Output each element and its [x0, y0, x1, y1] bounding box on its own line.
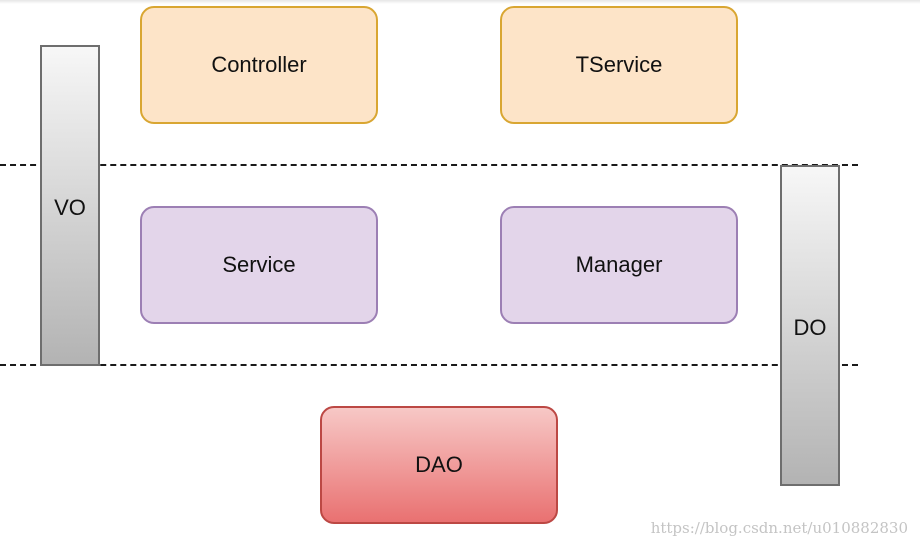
- service-node: Service: [140, 206, 378, 324]
- dao-label: DAO: [415, 452, 463, 477]
- tservice-node: TService: [500, 6, 738, 124]
- upper-layer-divider: [0, 164, 858, 166]
- manager-label: Manager: [575, 252, 663, 277]
- top-border: [0, 0, 920, 4]
- manager-node: Manager: [500, 206, 738, 324]
- tservice-label: TService: [575, 52, 663, 77]
- vo-label: VO: [54, 195, 86, 220]
- controller-node: Controller: [140, 6, 378, 124]
- do-label: DO: [793, 315, 827, 340]
- controller-label: Controller: [211, 52, 307, 77]
- dao-node: DAO: [320, 406, 558, 524]
- service-label: Service: [222, 252, 296, 277]
- do-object-bar: DO: [780, 165, 840, 486]
- lower-layer-divider: [0, 364, 858, 366]
- watermark-text: https://blog.csdn.net/u010882830: [650, 519, 908, 537]
- vo-object-bar: VO: [40, 45, 100, 366]
